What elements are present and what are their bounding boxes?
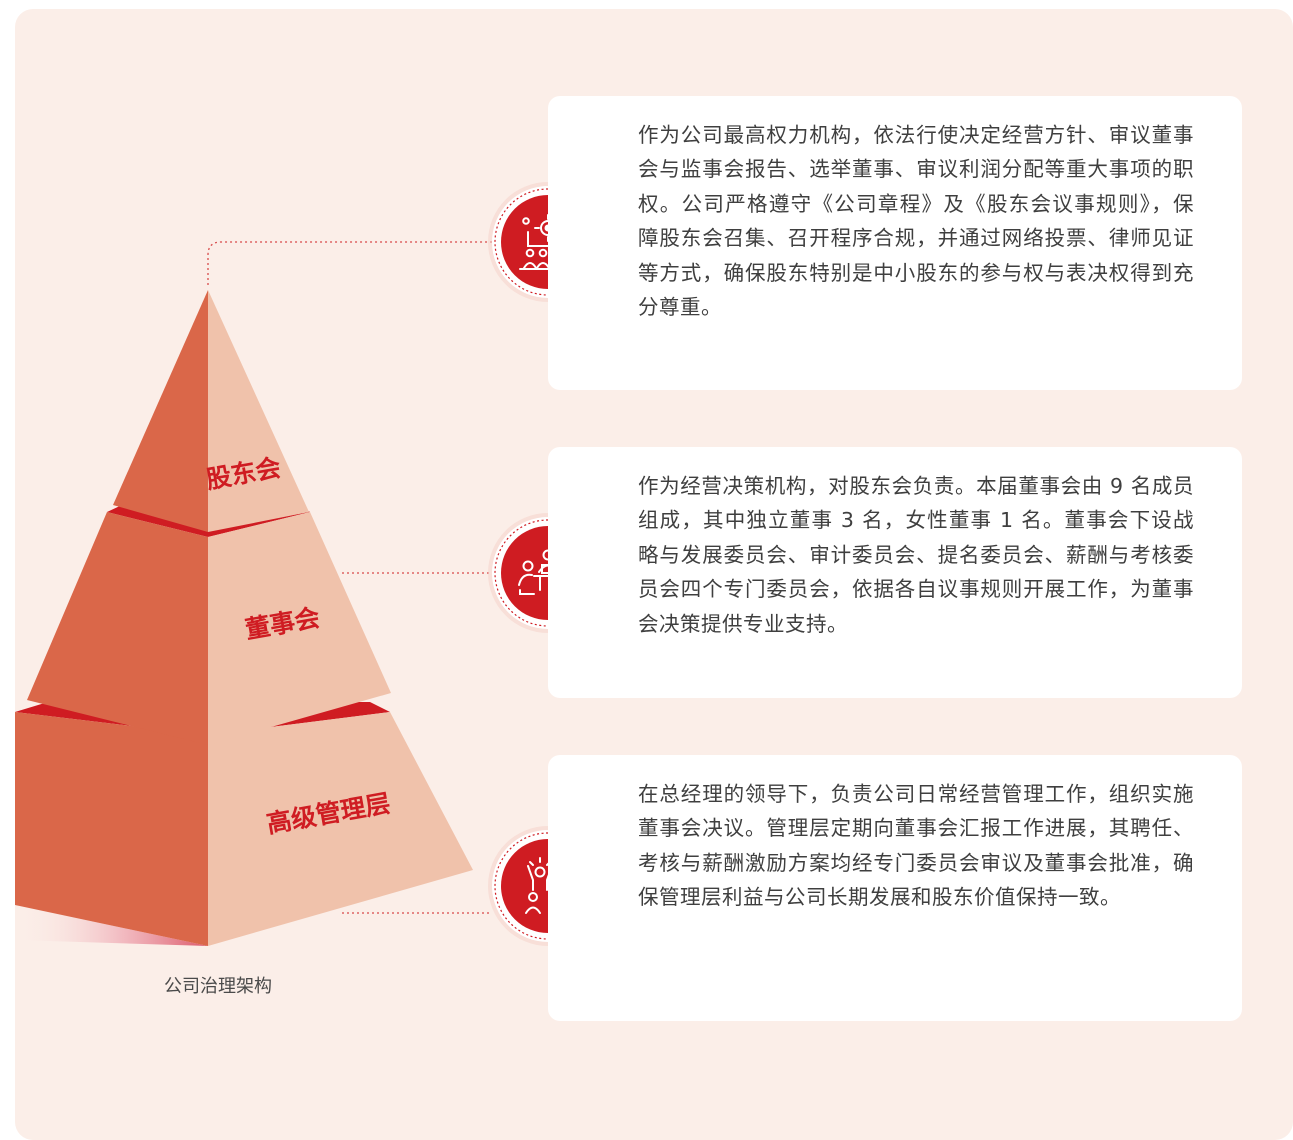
tier-board-left-face xyxy=(27,512,208,745)
tier-management-left-face xyxy=(15,712,208,946)
tier-shareholders xyxy=(113,290,309,532)
connector-line-shareholders xyxy=(207,241,492,285)
card-shareholders: 作为公司最高权力机构，依法行使决定经营方针、审议董事会与监事会报告、选举董事、审… xyxy=(548,96,1242,390)
card-board-text: 作为经营决策机构，对股东会负责。本届董事会由 9 名成员组成，其中独立董事 3 … xyxy=(638,474,1194,636)
card-board: 作为经营决策机构，对股东会负责。本届董事会由 9 名成员组成，其中独立董事 3 … xyxy=(548,447,1242,698)
tier-shareholders-right-face xyxy=(208,290,309,532)
card-shareholders-text: 作为公司最高权力机构，依法行使决定经营方针、审议董事会与监事会报告、选举董事、审… xyxy=(638,123,1194,320)
tier-shareholders-left-face xyxy=(113,290,208,532)
card-management: 在总经理的领导下，负责公司日常经营管理工作，组织实施董事会决议。管理层定期向董事… xyxy=(548,755,1242,1021)
tier-board-right-face xyxy=(208,512,391,745)
diagram-caption: 公司治理架构 xyxy=(164,976,272,997)
card-management-text: 在总经理的领导下，负责公司日常经营管理工作，组织实施董事会决议。管理层定期向董事… xyxy=(638,782,1194,910)
tier-management-right-face xyxy=(208,712,473,946)
tier-management xyxy=(15,702,473,946)
